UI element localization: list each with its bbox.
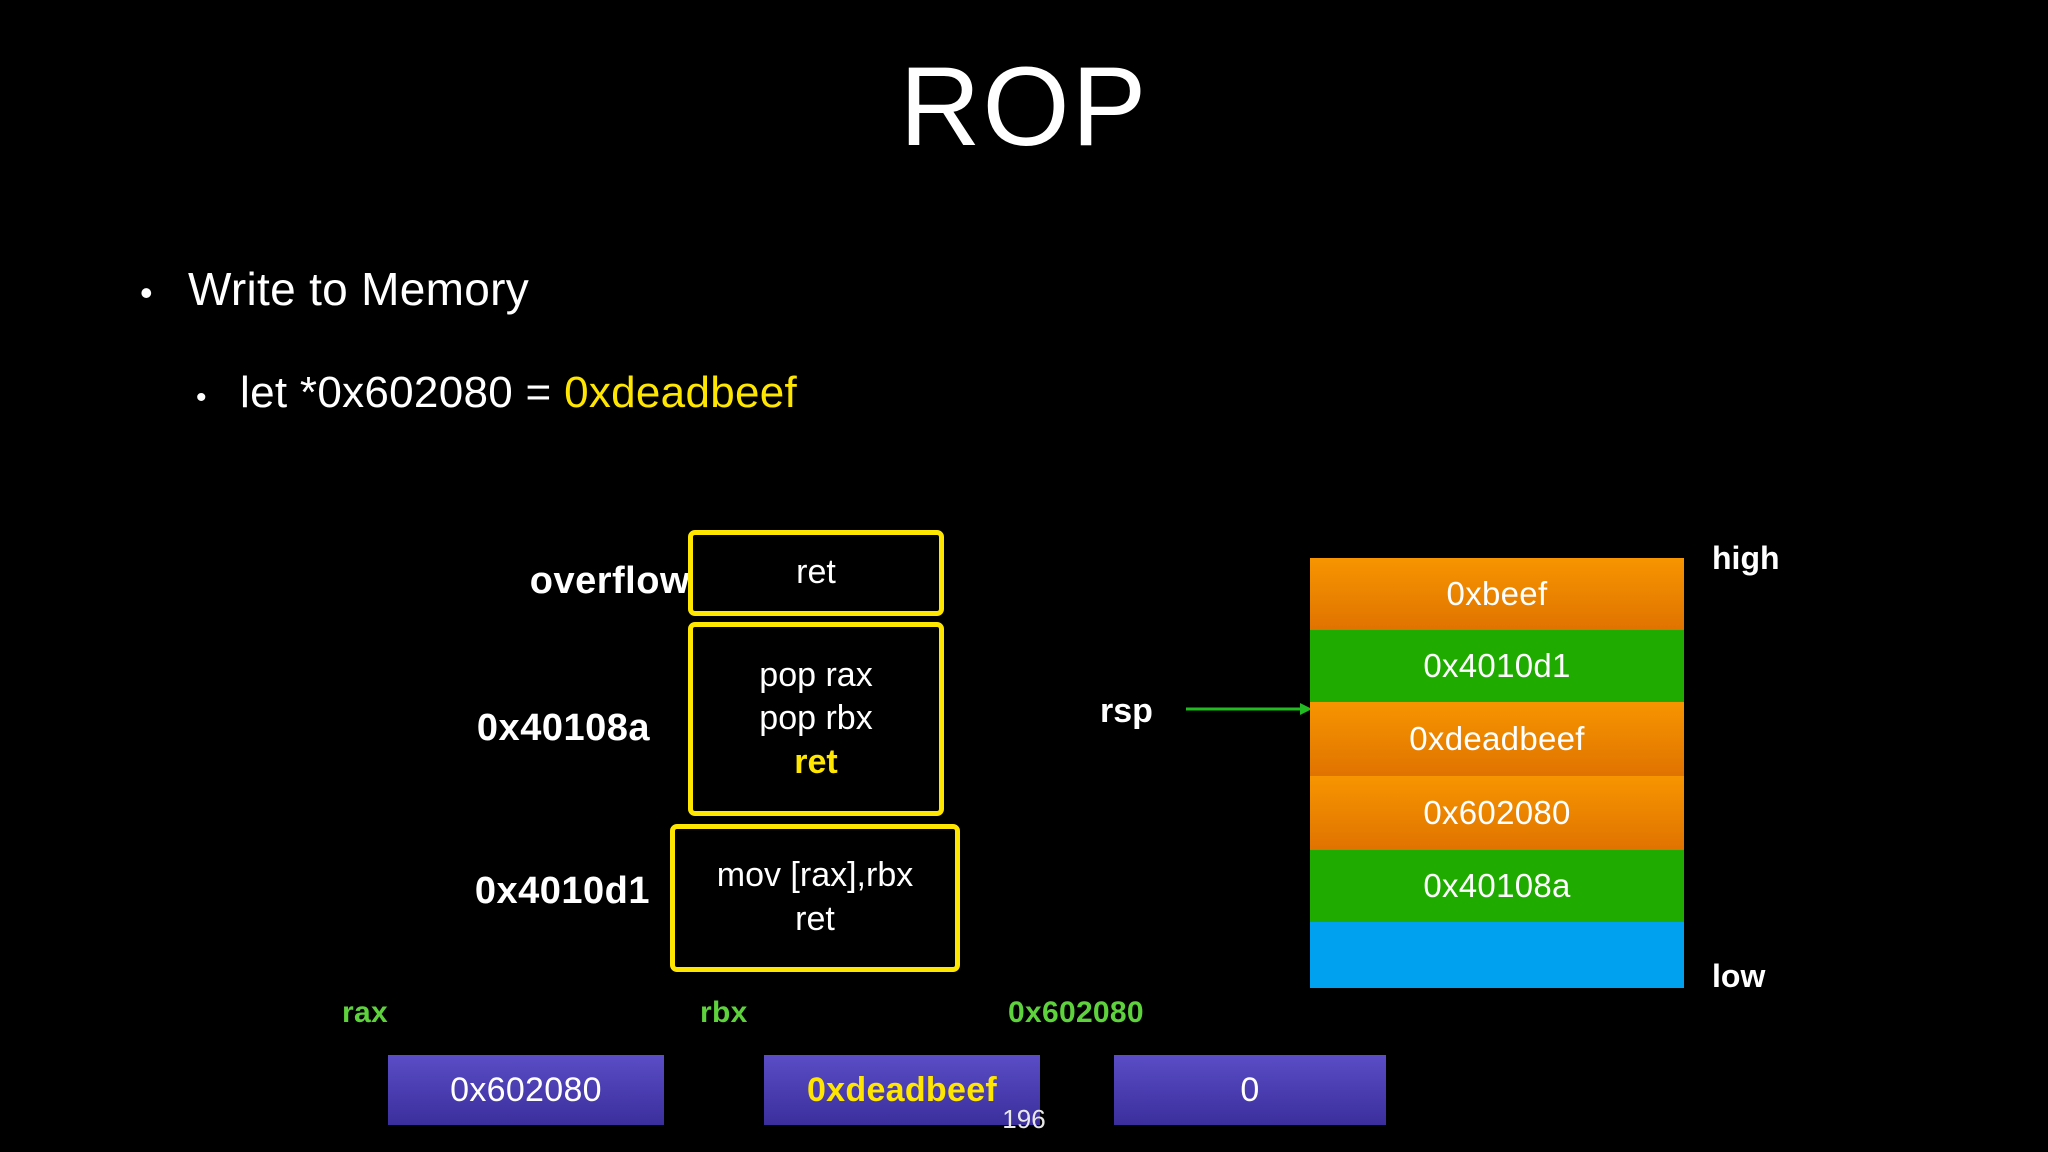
rsp-arrow-icon [1186,703,1312,715]
gadget-label-overflow: overflow [529,560,690,602]
register-caption-rax: rax [342,996,388,1029]
gadget-label-0x4010d1: 0x4010d1 [474,870,650,912]
stack-cell-0: 0xbeef [1310,558,1684,630]
stack-cell-3: 0x602080 [1310,776,1684,850]
gadget-box-0x4010d1: mov [rax],rbx ret [670,824,960,972]
gadget-code-line: ret [796,553,836,592]
bullet-text-1: let *0x602080 = [240,368,565,417]
bullet-marker-icon: • [196,381,207,414]
stack-label-low: low [1712,958,1766,994]
stack-cell-1: 0x4010d1 [1310,630,1684,702]
gadget-label-0x40108a: 0x40108a [476,707,650,749]
stack-diagram: 0xbeef 0x4010d1 0xdeadbeef 0x602080 0x40… [1310,558,1684,988]
gadget-code-line: ret [795,900,835,938]
gadget-code-line-ret: ret [794,742,838,781]
bullet-item-1: • let *0x602080 = 0xdeadbeef [196,368,1540,418]
page-number: 196 [1002,1104,1046,1134]
bullet-text-0: Write to Memory [188,263,530,315]
stack-label-high: high [1712,540,1780,576]
bullet-marker-icon: • [140,272,153,313]
bullet-item-0: • Write to Memory [140,262,1540,316]
stack-cell-5 [1310,922,1684,988]
register-caption-0x602080: 0x602080 [1008,996,1144,1029]
gadget-box-0x40108a: pop rax pop rbx ret [688,622,944,816]
page-title: ROP [899,44,1149,169]
bullet-highlight-1: 0xdeadbeef [564,368,798,417]
register-caption-rbx: rbx [700,996,748,1029]
gadget-code-line: pop rbx [759,699,873,738]
stack-cell-4: 0x40108a [1310,850,1684,922]
register-value-rax: 0x602080 [388,1055,664,1125]
gadget-box-overflow: ret [688,530,944,616]
bullet-list: • Write to Memory • let *0x602080 = 0xde… [140,262,1540,418]
register-value-rbx: 0xdeadbeef [764,1055,1040,1125]
rsp-label: rsp [1100,692,1153,730]
stack-cell-2: 0xdeadbeef [1310,702,1684,776]
gadget-code-line: pop rax [759,655,873,694]
register-value-0x602080: 0 [1114,1055,1386,1125]
gadget-code-line: mov [rax],rbx [716,856,914,895]
